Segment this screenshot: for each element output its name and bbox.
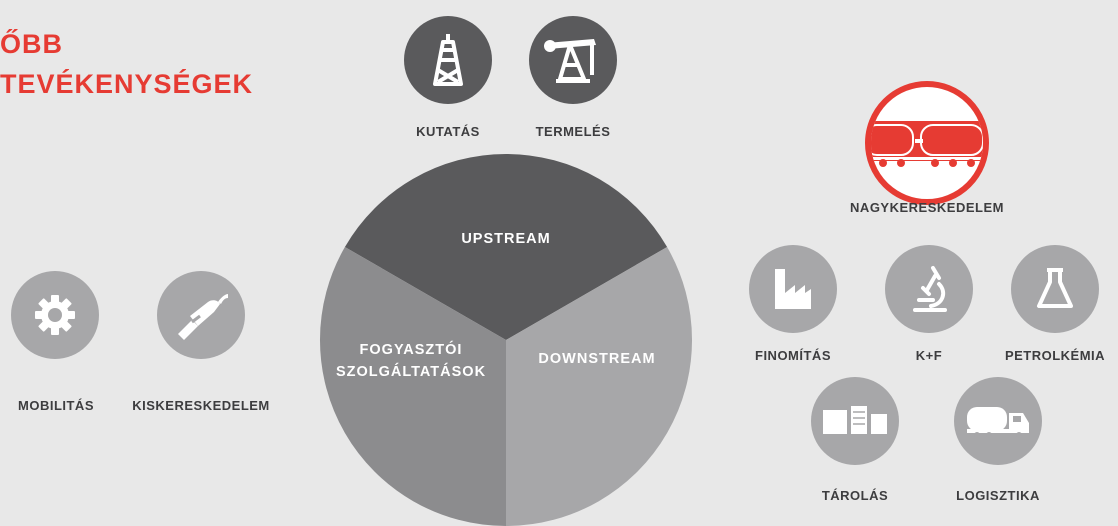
kiskereskedelem-label: KISKERESKEDELEM [132, 398, 270, 413]
kutatas-button[interactable] [404, 16, 492, 104]
petrolkemia-button[interactable] [1011, 245, 1099, 333]
flask-icon [1037, 268, 1073, 308]
tarolas-label: TÁROLÁS [821, 488, 889, 503]
mobilitas-button[interactable] [11, 271, 99, 359]
finomitas-label: FINOMÍTÁS [755, 348, 831, 363]
petrolkemia-label: PETROLKÉMIA [1004, 348, 1106, 363]
factory-icon [775, 269, 811, 309]
gear-icon [35, 295, 75, 335]
title-line-2: TEVÉKENYSÉGEK [0, 69, 254, 99]
downstream-label: DOWNSTREAM [538, 351, 655, 367]
upstream-segment[interactable] [344, 153, 668, 340]
consumer-services-label-line-1: FOGYASZTÓI [360, 340, 463, 358]
pumpjack-icon [544, 39, 596, 83]
kf-button[interactable] [885, 245, 973, 333]
downstream-segment[interactable] [506, 247, 693, 526]
consumer-services-segment[interactable] [319, 247, 506, 526]
nagykereskedelem-label: NAGYKERESKEDELEM [850, 200, 1004, 215]
kf-label: K+F [915, 348, 943, 363]
termeles-button[interactable] [529, 16, 617, 104]
nagykereskedelem-button[interactable] [865, 81, 989, 205]
storage-tank-icon [823, 406, 887, 434]
fuel-nozzle-icon [178, 294, 228, 340]
mobilitas-label: MOBILITÁS [18, 398, 94, 413]
page-title: ŐBB TEVÉKENYSÉGEK [0, 24, 253, 104]
logisztika-label: LOGISZTIKA [956, 488, 1040, 503]
finomitas-button[interactable] [749, 245, 837, 333]
consumer-services-label-line-2: SZOLGÁLTATÁSOK [336, 363, 486, 380]
title-line-1: ŐBB [0, 29, 63, 59]
microscope-icon [913, 266, 947, 312]
logisztika-button[interactable] [954, 377, 1042, 465]
kutatas-label: KUTATÁS [416, 124, 480, 139]
upstream-label: UPSTREAM [461, 231, 550, 247]
tarolas-button[interactable] [811, 377, 899, 465]
tanker-truck-icon [967, 407, 1029, 438]
kiskereskedelem-button[interactable] [157, 271, 245, 359]
oil-derrick-icon [433, 34, 463, 86]
tank-wagon-icon [871, 121, 983, 167]
termeles-label: TERMELÉS [535, 124, 611, 139]
